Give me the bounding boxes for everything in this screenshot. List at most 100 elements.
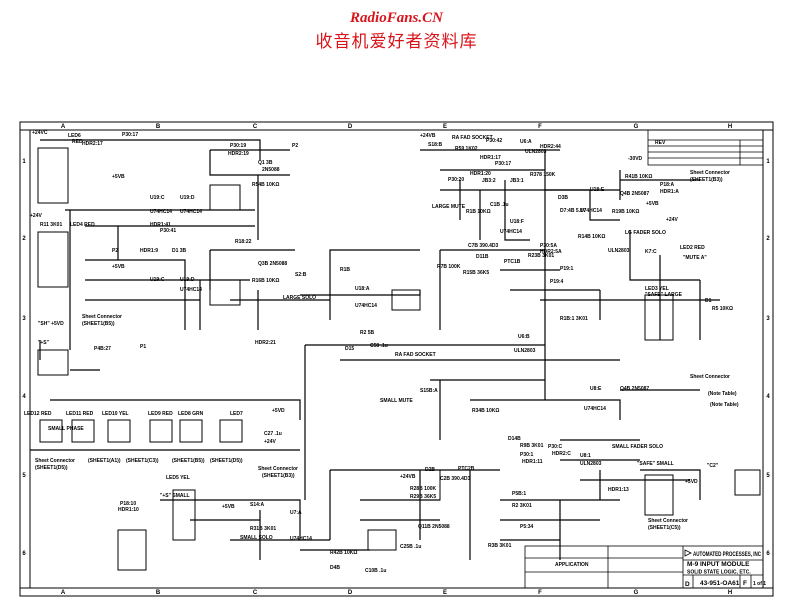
component-label: LED5 YEL xyxy=(166,475,190,481)
drawing-revision: F xyxy=(743,580,747,587)
component-label: R18:22 xyxy=(235,239,252,245)
component-label: -30VD xyxy=(628,156,643,162)
component-label: C27 .1u xyxy=(264,431,282,437)
component-label: R41B 10KΩ xyxy=(625,174,652,180)
component-label: +24VC xyxy=(32,130,48,136)
component-label: HDR1:9 xyxy=(140,248,158,254)
component-label: U19:D xyxy=(180,277,195,283)
row-label: 1 xyxy=(766,159,770,165)
component-label: S15B:A xyxy=(420,388,438,394)
component-label: (SHEET1(C5)) xyxy=(648,525,681,531)
row-label: 5 xyxy=(22,473,26,479)
component-label: P30:19 xyxy=(230,143,246,149)
component-label: "MUTE A" xyxy=(683,255,707,261)
component-label: U74HC14 xyxy=(180,287,202,293)
component-label: Q11B 2N5088 xyxy=(418,524,450,530)
row-label: 2 xyxy=(22,236,26,242)
column-label: B xyxy=(156,124,161,130)
watermark-subtitle: 收音机爱好者资料库 xyxy=(315,32,478,52)
component-label: LED9 RED xyxy=(148,411,173,417)
drawing-title-1: M-9 INPUT MODULE xyxy=(687,561,750,568)
component-label: +5VD xyxy=(685,479,698,485)
component-label: K7:C xyxy=(645,249,657,255)
component-label: +24V xyxy=(264,439,276,445)
component-label: P1 xyxy=(140,344,146,350)
component-label: SMALL MUTE xyxy=(380,398,413,404)
component-label: P18:10 xyxy=(120,501,136,507)
component-label: S18:B xyxy=(428,142,443,148)
component-label: Q4B 2N5087 xyxy=(620,191,649,197)
component-label: LED8 GRN xyxy=(178,411,204,417)
component-label: HDR1:11 xyxy=(522,459,543,465)
component-label: LED12 RED xyxy=(24,411,52,417)
component-label: R1B xyxy=(340,267,350,273)
component-label: HDR2:19 xyxy=(228,151,249,157)
component-label: P30:20 xyxy=(448,177,464,183)
component-label: (SHEET1(B3)) xyxy=(690,177,723,183)
component-label: LED10 YEL xyxy=(102,411,129,417)
component-label: U19:C xyxy=(150,195,165,201)
component-label: JB3:2 xyxy=(482,178,496,184)
component-label: (SHEET1(A1)) xyxy=(88,458,121,464)
component-label: U74HC14 xyxy=(500,229,522,235)
component-label: U74HC14 xyxy=(180,209,202,215)
component-label: U19:D xyxy=(180,195,195,201)
component-label: P30:17 xyxy=(495,161,511,167)
revision-block xyxy=(647,129,764,166)
component-label: (SHEET1(B3)) xyxy=(262,473,295,479)
component-label: U74HC14 xyxy=(355,303,377,309)
component-label: LED3 YEL xyxy=(645,286,669,292)
component-label: R2 5B xyxy=(360,330,375,336)
component-label: HDR2:17 xyxy=(82,141,103,147)
component-label: +5VB xyxy=(222,504,235,510)
component-label: HDR1:10 xyxy=(118,507,139,513)
component-label: HDR2:44 xyxy=(540,144,561,150)
component-label: U6:B xyxy=(518,334,530,340)
component-label: Sheet Connector xyxy=(82,314,122,320)
component-label: C7B 390.4D3 xyxy=(468,243,499,249)
component-label: U8:E xyxy=(590,386,602,392)
component-label: S2:B xyxy=(295,272,307,278)
component-label: R42B 10KΩ xyxy=(330,550,357,556)
component-label: S14:A xyxy=(250,502,265,508)
component-label: (SHEET1(C3)) xyxy=(126,458,159,464)
component-label: LARGE MUTE xyxy=(432,204,466,210)
component-label: +24V xyxy=(30,213,42,219)
component-label: D15 xyxy=(345,346,354,352)
component-label: HDR2:C xyxy=(552,451,571,457)
note-table-label: (Note Table) xyxy=(710,402,739,408)
component-label: Sheet Connector xyxy=(690,170,730,176)
column-label: B xyxy=(156,590,161,596)
component-label: 2N5088 xyxy=(262,167,280,173)
component-label: LED4 RED xyxy=(70,222,95,228)
component-label: R11 3K01 xyxy=(40,222,62,228)
component-label: (Note Table) xyxy=(708,391,737,397)
component-label: D14B xyxy=(508,436,521,442)
component-label: P30:1 xyxy=(520,452,534,458)
column-label: E xyxy=(443,590,447,596)
component-label: U7:A xyxy=(290,510,302,516)
component-label: R7B 100K xyxy=(437,264,461,270)
component-label: RA FAD SOCKET xyxy=(452,135,493,141)
component-label: "+S" xyxy=(38,340,50,346)
component-label: Sheet Connector xyxy=(258,466,298,472)
component-label: U19:C xyxy=(150,277,165,283)
component-label: R378 150K xyxy=(530,172,556,178)
drawing-number: 43-951-OA61 xyxy=(700,580,740,587)
component-label: RED xyxy=(72,139,83,145)
switch-blocks xyxy=(37,147,761,571)
company-logo-icon xyxy=(684,549,692,557)
component-label: JB3:1 xyxy=(510,178,524,184)
component-label: HDR1:20 xyxy=(470,171,491,177)
component-label: P5:34 xyxy=(520,524,534,530)
component-label: D4B xyxy=(330,565,340,571)
component-label: R1B 10KΩ xyxy=(466,209,491,215)
sheet-number: 1 of 1 xyxy=(753,581,766,587)
component-label: Q3B 2N5088 xyxy=(258,261,287,267)
component-label: U74HC14 xyxy=(584,406,606,412)
row-label: 3 xyxy=(22,316,26,322)
column-label: H xyxy=(728,590,732,596)
component-label: HDR2:21 xyxy=(255,340,276,346)
component-label: R28B 100K xyxy=(410,486,437,492)
